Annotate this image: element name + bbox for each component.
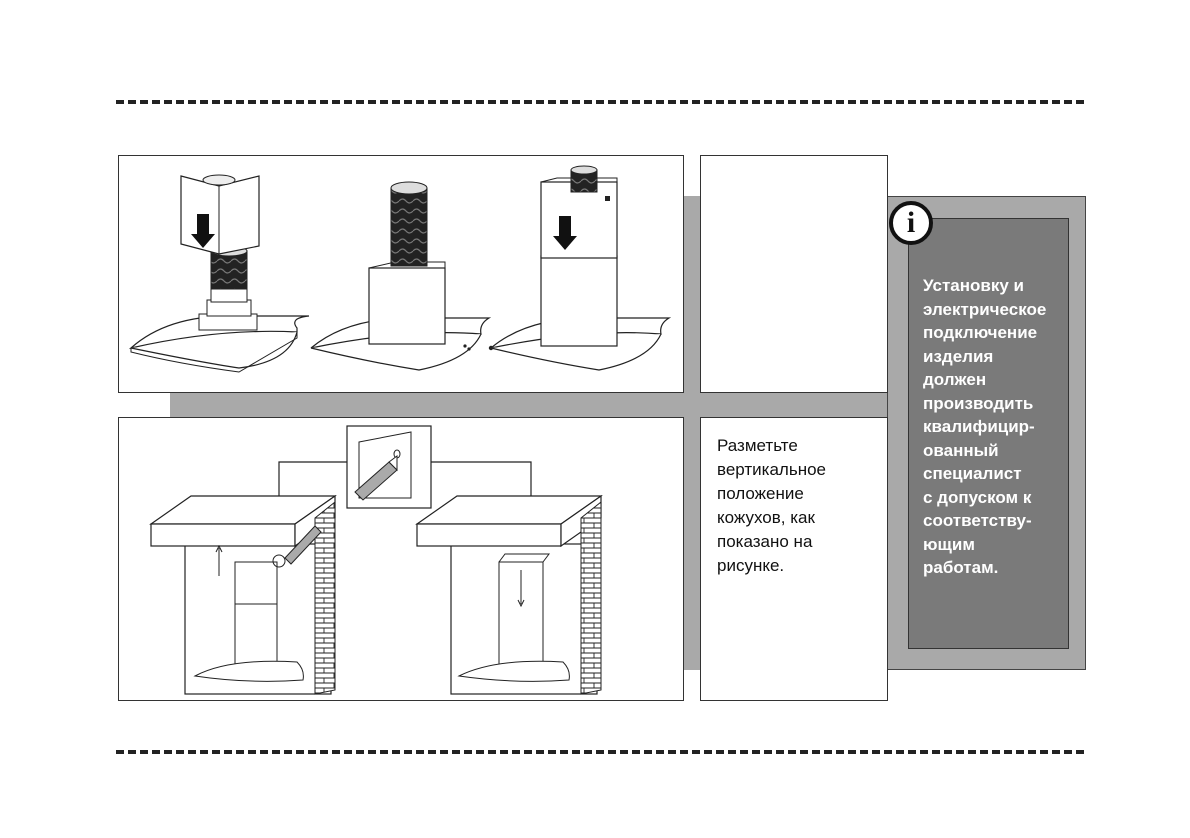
wall-scene-1: [149, 494, 337, 695]
bottom-dashed-rule: [116, 750, 1084, 754]
hood-step-1: [128, 174, 310, 373]
info-inner-panel: [908, 218, 1069, 649]
instructions-text: Разметьте вертикальное положение кожухов…: [717, 436, 826, 575]
pencil-icon: [354, 455, 398, 501]
instructions-panel: Разметьте вертикальное положение кожухов…: [700, 417, 888, 701]
hood-step-3: [490, 165, 672, 371]
hood-step-2: [310, 181, 494, 371]
assembly-illustration-panel: [118, 155, 684, 393]
top-dashed-rule: [116, 100, 1084, 104]
chimney-assembly-illustration: [128, 165, 672, 373]
info-icon: i: [889, 201, 933, 245]
info-warning-text: Установку и электрическое подключение из…: [923, 276, 1047, 577]
down-arrow-icon: [191, 214, 215, 248]
blank-panel: [700, 155, 888, 393]
wall-mounting-illustration-panel: [118, 417, 684, 701]
wall-scene-2: [415, 494, 603, 695]
wall-marking-illustration: [149, 425, 603, 695]
down-arrow-icon: [553, 216, 577, 250]
